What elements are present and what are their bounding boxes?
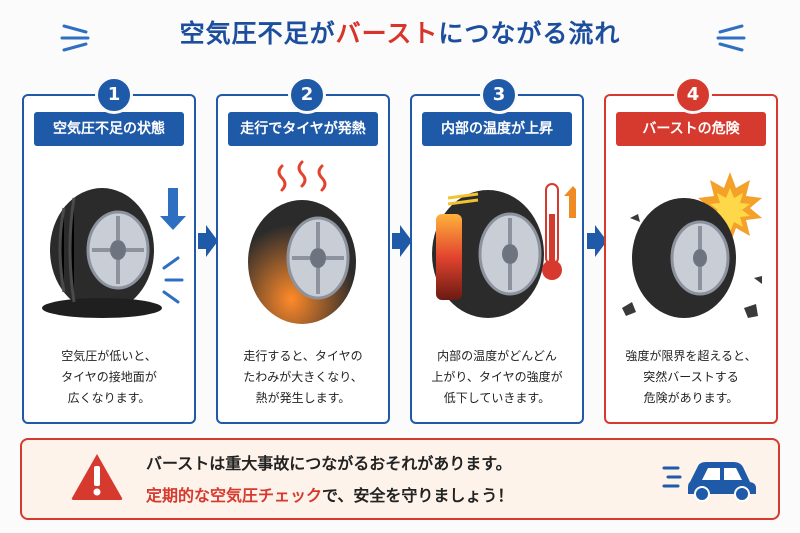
title-highlight: バースト (335, 19, 439, 48)
hot-tire-icon (248, 160, 356, 324)
burst-tire-icon (622, 172, 762, 318)
step-2-heading: 走行でタイヤが発熱 (228, 112, 378, 146)
step-4-card: バーストの危険 強度が限界を超えると、 突然バーストする 危険があります。 (604, 94, 778, 424)
warning-highlight: 定期的な空気圧チェック (146, 486, 323, 505)
page-title: 空気圧不足がバーストにつながる流れ (0, 14, 800, 50)
step-3-number: 3 (480, 76, 518, 114)
warning-rest: で、安全を守りましょう！ (322, 486, 514, 505)
arrow-right-icon (198, 225, 218, 257)
arrow-right-icon (392, 225, 412, 257)
title-deco-left-icon (60, 24, 90, 52)
title-text-end: につながる流れ (438, 19, 621, 48)
step-3-heading: 内部の温度が上昇 (422, 112, 572, 146)
step-3-card: 内部の温度が上昇 内部の温度がどんどん 上がり、タイヤの強度が 低下していきます… (410, 94, 584, 424)
step-3-description: 内部の温度がどんどん 上がり、タイヤの強度が 低下していきます。 (431, 349, 563, 405)
step-2-card: 走行でタイヤが発熱 走行すると、タイヤの たわみが大きくなり、 熱が発生します。 (216, 94, 390, 424)
step-1-description: 空気圧が低いと、 タイヤの接地面が 広くなります。 (61, 349, 157, 405)
arrow-right-icon (587, 225, 607, 257)
tire-cutaway-icon (432, 183, 576, 318)
step-4-number: 4 (674, 76, 712, 114)
flat-tire-icon (42, 188, 186, 318)
step-1-number: 1 (95, 76, 133, 114)
speed-lines-icon (662, 466, 682, 488)
step-1-card: 空気圧不足の状態 空気圧が低いと、 タイヤの接地面が 広くなります。 (22, 94, 196, 424)
step-4-heading: バーストの危険 (616, 112, 766, 146)
step-4-description: 強度が限界を超えると、 突然バーストする 危険があります。 (625, 349, 757, 405)
title-deco-right-icon (716, 24, 746, 52)
warning-triangle-icon (71, 454, 123, 500)
warning-line-1: バーストは重大事故につながるおそれがあります。 (146, 454, 512, 473)
title-text: 空気圧不足が (179, 19, 336, 48)
warning-line-2: 定期的な空気圧チェックで、安全を守りましょう！ (146, 482, 513, 506)
step-2-description: 走行すると、タイヤの たわみが大きくなり、 熱が発生します。 (243, 349, 363, 405)
car-icon (688, 462, 756, 502)
step-2-number: 2 (288, 76, 326, 114)
step-1-heading: 空気圧不足の状態 (34, 112, 184, 146)
warning-banner: バーストは重大事故につながるおそれがあります。 定期的な空気圧チェックで、安全を… (20, 438, 780, 520)
